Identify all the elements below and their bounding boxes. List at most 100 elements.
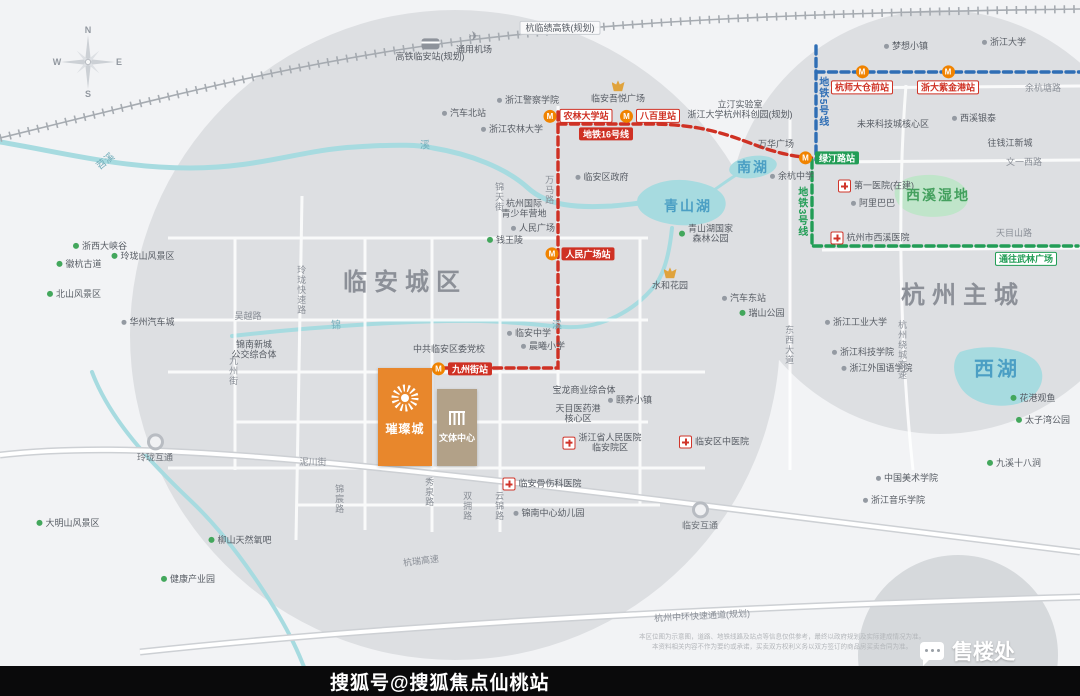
map-label: 双拥路 — [462, 491, 472, 521]
label-text: 东西大道 — [784, 325, 795, 365]
label-text: 宝龙商业综合体 — [552, 384, 616, 395]
map-label: 锦宸路 — [334, 484, 344, 514]
label-text: 瑞山公园 — [748, 307, 785, 318]
map-label: 浙江大学 — [981, 37, 1026, 47]
hosp-icon — [562, 436, 576, 450]
metro-line-3 — [810, 158, 1080, 248]
map-label: 浙江省人民医院 临安院区 — [562, 432, 642, 454]
label-text: 浙江农林大学 — [488, 123, 544, 134]
label-text: 天目山路 — [995, 227, 1033, 238]
map-label: 杭州主城 — [901, 282, 1025, 310]
m-icon: M — [619, 109, 633, 123]
label-text: 万华广场 — [757, 138, 795, 149]
label-text: 浙江工业大学 — [832, 316, 888, 327]
label-text: 未来科技城核心区 — [856, 118, 930, 129]
label-text: 水和花园 — [651, 280, 689, 291]
map-label: 余杭中学 — [769, 170, 815, 181]
label-text: 汽车东站 — [729, 292, 767, 303]
train-icon — [421, 38, 439, 50]
label-text: 本资料相关内容不作为要约或承诺，买卖双方权利义务以双方签订的商品房买卖合同为准。 — [652, 643, 912, 651]
map-label: 梦想小镇 — [883, 40, 929, 51]
map-label: 锦天街 — [494, 182, 504, 212]
label-text: 泥川街 — [299, 456, 327, 467]
label-text: 北山风景区 — [55, 288, 102, 299]
label-text: 杭州主城 — [901, 282, 1025, 310]
label-text: 太子湾公园 — [1024, 414, 1071, 425]
label-text: 梦想小镇 — [891, 40, 929, 51]
label-text: 阿里巴巴 — [858, 197, 896, 208]
label-text: 中国美术学院 — [883, 472, 939, 483]
dot-icon — [480, 126, 486, 132]
label-text: 本区位图为示意图，道路、地铁线路及站点等信息仅供参考，最终以政府规划及实际建成情… — [639, 633, 925, 641]
map-label: 天目山路 — [996, 228, 1032, 238]
label-text: 浙江省人民医院 临安院区 — [578, 432, 642, 453]
map-label: 第一医院(在建) — [838, 179, 914, 193]
park-icon — [160, 576, 167, 582]
map-label: 浙江外国语学院 — [841, 363, 913, 373]
label-text: 人民广场站 — [561, 247, 615, 261]
label-text: 锦宸路 — [334, 484, 345, 514]
dot-icon — [607, 397, 613, 403]
hosp-icon — [838, 179, 851, 193]
label-text: 余杭中学 — [777, 170, 815, 181]
map-label: 余杭塘路 — [1025, 83, 1061, 93]
map-label: N — [85, 25, 92, 35]
map-label: 颐养小镇 — [607, 395, 652, 405]
map-label: 晨曦小学 — [520, 340, 566, 351]
metro-line-16-east — [556, 122, 814, 160]
map-label: 杭临绩高铁(规划) — [519, 20, 601, 36]
culture-center-block: 文体中心 — [437, 389, 477, 466]
map-label: 太子湾公园 — [1015, 414, 1071, 425]
park-icon — [111, 253, 118, 259]
label-text: 浙江音乐学院 — [870, 494, 926, 505]
park-icon — [56, 261, 63, 267]
label-text: 地铁3号线 — [795, 186, 807, 238]
label-text: 溪 — [420, 140, 430, 152]
map-label: 中国美术学院 — [875, 472, 939, 483]
label-text: 晨曦小学 — [528, 340, 566, 351]
map-label: ✈通用机场 — [456, 29, 492, 54]
map-label: 高铁临安站(规划) — [396, 38, 465, 61]
map-label: 锦南新城 公交综合体 — [231, 340, 276, 361]
label-text: W — [52, 56, 62, 67]
label-text: 苕溪 — [94, 151, 118, 173]
dot-icon — [575, 174, 581, 180]
map-label: 玲珑快速路 — [296, 265, 306, 315]
label-text: 杭州绕城高速 — [897, 320, 908, 380]
map-label: 青山湖国家 森林公园 — [678, 224, 733, 245]
dot-icon — [769, 173, 775, 179]
lake-qingshanhu — [637, 179, 726, 226]
dot-icon — [841, 365, 847, 371]
map-label: 中共临安区委党校 — [413, 344, 485, 354]
park-icon — [1015, 417, 1022, 423]
map-label: 西溪湿地 — [906, 187, 970, 203]
label-text: 通往武林广场 — [994, 251, 1058, 267]
map-label: 临安吾悦广场 — [591, 80, 645, 103]
project-marker: 璀璨城 — [378, 368, 432, 466]
park-icon — [1010, 395, 1017, 401]
dot-icon — [831, 349, 837, 355]
label-text: 溪 — [552, 320, 562, 332]
label-text: 地铁5号线 — [816, 76, 828, 128]
label-text: 杭州国际 青少年营地 — [501, 198, 547, 219]
label-text: 往钱江新城 — [987, 137, 1033, 148]
label-text: 钱王陵 — [495, 234, 524, 245]
park-icon — [678, 231, 685, 237]
label-text: N — [84, 24, 92, 35]
label-text: 临安吾悦广场 — [590, 93, 646, 104]
map-label: 南湖 — [737, 159, 769, 175]
chat-bubble-icon — [920, 642, 944, 666]
m-icon: M — [543, 109, 557, 123]
hosp-icon — [830, 231, 844, 245]
map-label: 天目医药港 核心区 — [555, 404, 600, 425]
map-label: 杭州中环快速通道(规划) — [654, 608, 750, 623]
map-label: 瑞山公园 — [739, 307, 785, 318]
sohu-account-text: 搜狐号@搜狐焦点仙桃站 — [330, 672, 550, 694]
